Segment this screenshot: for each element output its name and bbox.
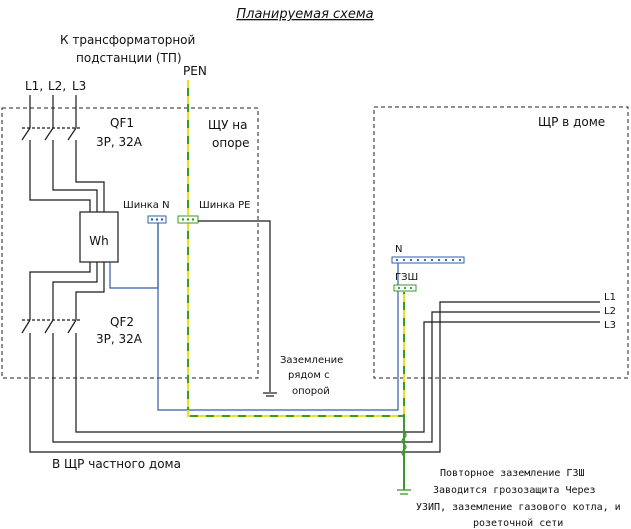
house-enclosure bbox=[373, 106, 629, 379]
house-ground-electrode bbox=[397, 431, 411, 495]
qf1-rating: 3P, 32A bbox=[96, 135, 143, 149]
bus-n-house-terminals bbox=[395, 258, 462, 262]
phase-l1-label: L1, bbox=[25, 79, 43, 93]
pen-label: PEN bbox=[183, 64, 207, 78]
bus-pe-label: Шинка PE bbox=[199, 200, 250, 211]
note-line3: УЗИП, заземление газового котла, и bbox=[416, 502, 621, 513]
pole-ground-label-line1: Заземление bbox=[280, 355, 343, 366]
house-phase-l2-label: L2 bbox=[604, 306, 616, 317]
source-label-line1: К трансформаторной bbox=[60, 33, 195, 47]
meter-label: Wh bbox=[89, 234, 108, 248]
pole-enclosure bbox=[1, 107, 259, 379]
pole-box-label-line2: опоре bbox=[212, 136, 250, 150]
phase-l2-label: L2, bbox=[48, 79, 66, 93]
neutral-wire bbox=[109, 221, 399, 411]
phase-l3-label: L3 bbox=[72, 79, 86, 93]
qf2-rating: 3P, 32A bbox=[96, 332, 143, 346]
diagram-title: Планируемая схема bbox=[236, 7, 373, 22]
qf1-name: QF1 bbox=[110, 116, 134, 130]
note-line4: розеточной сети bbox=[473, 517, 563, 529]
house-phase-l1-label: L1 bbox=[604, 292, 616, 303]
pe-conductor bbox=[187, 80, 405, 490]
energy-meter bbox=[79, 211, 119, 263]
pole-ground-label-line3: опорой bbox=[292, 386, 330, 397]
house-box-label: ЩР в доме bbox=[538, 115, 605, 129]
pole-box-label-line1: ЩУ на bbox=[208, 118, 247, 132]
house-phase-l3-label: L3 bbox=[604, 320, 616, 331]
qf2-name: QF2 bbox=[110, 315, 134, 329]
note-line2: Заводится грозозащита Через bbox=[433, 485, 596, 496]
phase-wires bbox=[21, 95, 600, 453]
bottom-label: В ЩР частного дома bbox=[52, 457, 181, 471]
source-label-line2: подстанции (ТП) bbox=[76, 51, 182, 65]
pole-ground-wire bbox=[198, 220, 271, 392]
pole-ground-symbol bbox=[263, 392, 277, 397]
note-line1: Повторное заземление ГЗШ bbox=[440, 468, 585, 479]
bus-n-label: Шинка N bbox=[123, 200, 170, 211]
qf1-breaker bbox=[18, 126, 84, 146]
pole-ground-label-line2: рядом с bbox=[288, 370, 330, 381]
bus-n-house bbox=[391, 256, 465, 264]
house-gzsh-label: ГЗШ bbox=[395, 272, 418, 283]
house-n-label: N bbox=[395, 244, 402, 255]
